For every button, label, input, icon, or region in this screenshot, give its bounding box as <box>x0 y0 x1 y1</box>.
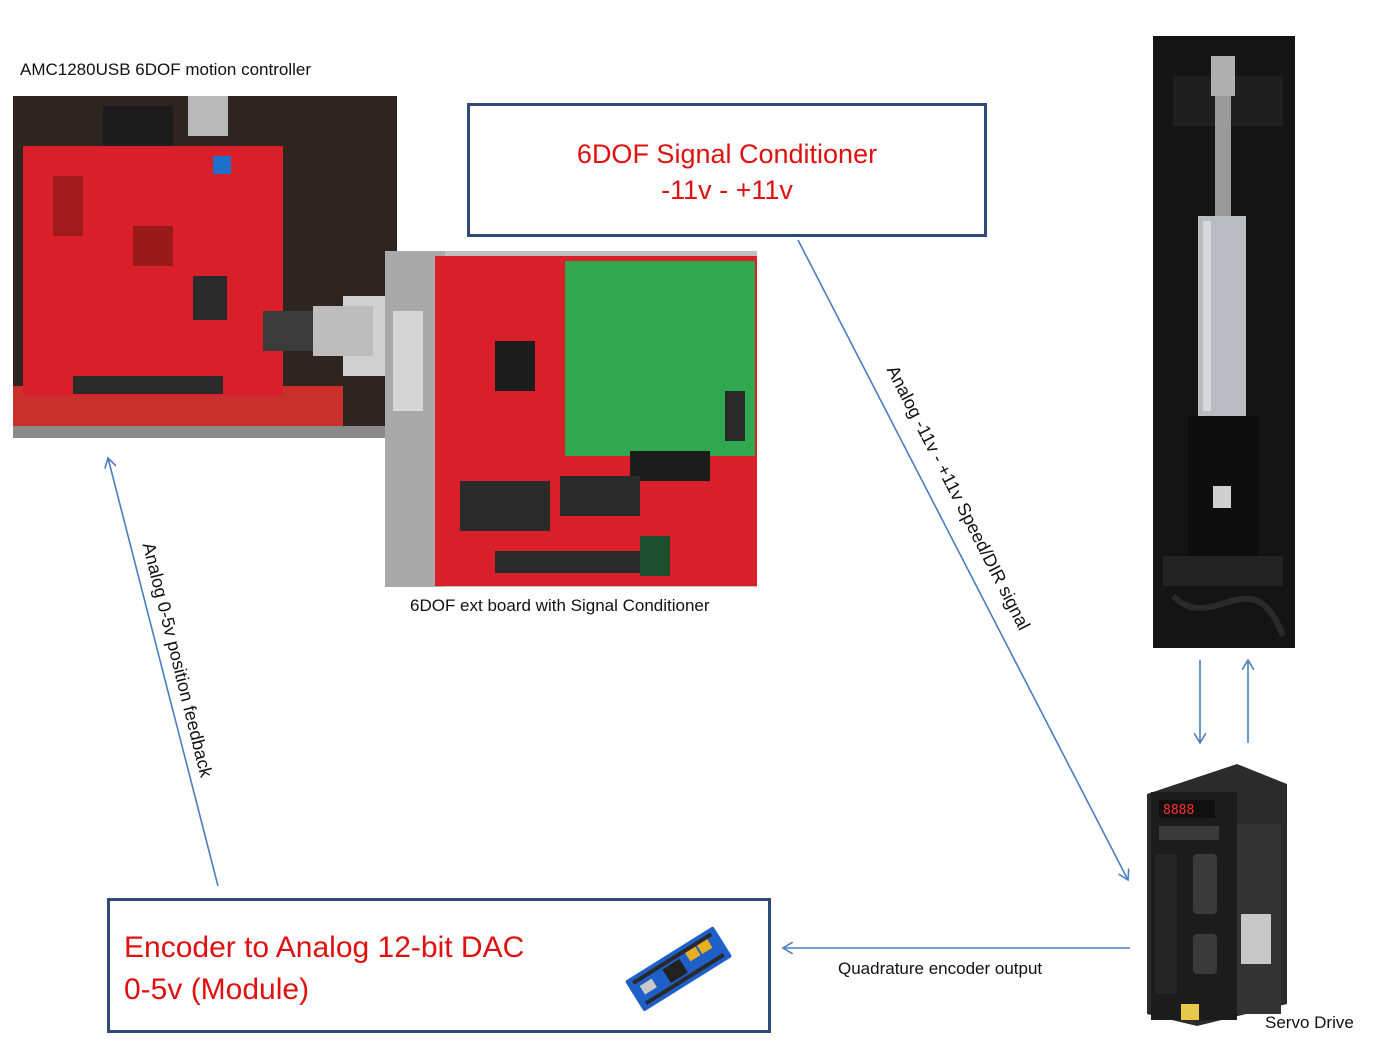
svg-text:8888: 8888 <box>1163 803 1194 818</box>
servo-drive-image: 8888 <box>1137 764 1287 1026</box>
dac-box-line2: 0-5v (Module) <box>124 973 310 1006</box>
signal-conditioner-title: 6DOF Signal Conditioner <box>576 139 878 169</box>
signal-conditioner-range: -11v - +11v <box>661 175 793 205</box>
dac-module-board-image <box>625 926 732 1011</box>
arrow-signal-to-servo <box>797 239 1128 880</box>
servo-caption: Servo Drive <box>1265 1013 1354 1032</box>
extboard-caption: 6DOF ext board with Signal Conditioner <box>410 596 710 615</box>
quadrature-label: Quadrature encoder output <box>838 959 1043 978</box>
dac-box-line1: Encoder to Analog 12-bit DAC <box>124 931 525 964</box>
ext-board-image <box>385 251 757 587</box>
arrow-dac-to-controller <box>108 458 219 887</box>
dac-module-box: Encoder to Analog 12-bit DAC 0-5v (Modul… <box>107 898 771 1033</box>
controller-caption: AMC1280USB 6DOF motion controller <box>20 60 312 79</box>
linear-actuator-image <box>1153 36 1295 648</box>
controller-board-image <box>13 96 397 438</box>
signal-conditioner-box: 6DOF Signal Conditioner -11v - +11v <box>467 103 987 237</box>
